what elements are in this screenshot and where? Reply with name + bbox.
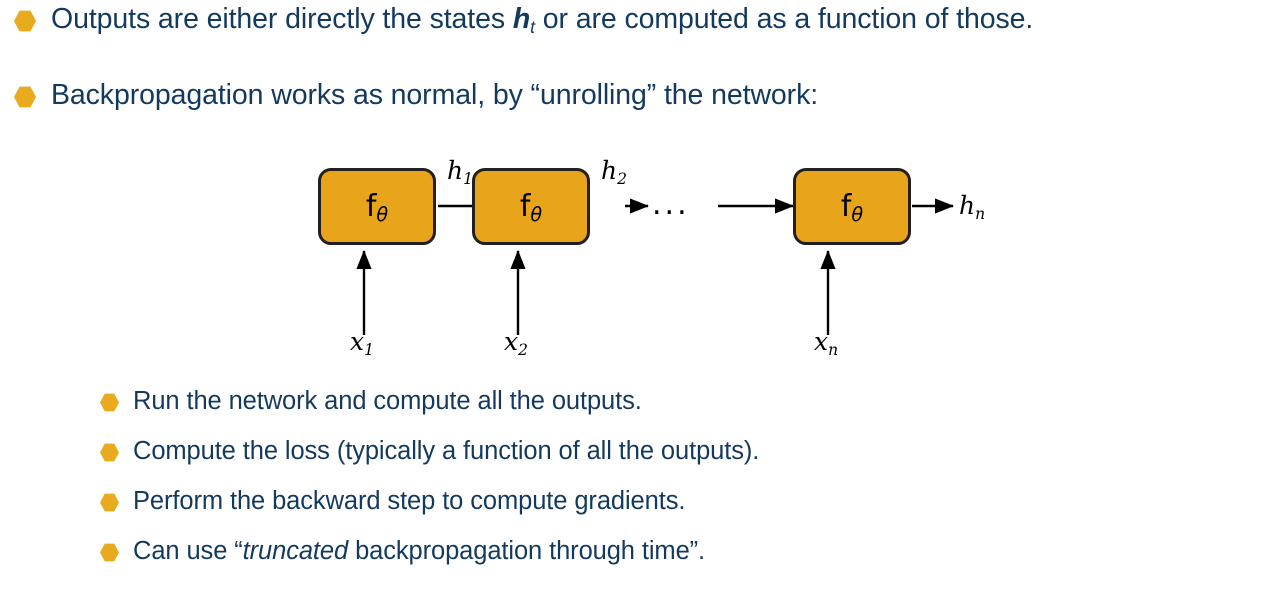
x-subscript: 2 xyxy=(518,340,528,359)
f-symbol: f xyxy=(365,188,377,224)
h-symbol: h xyxy=(959,191,976,220)
rnn-cell-n-label: fθ xyxy=(796,188,908,224)
ellipsis-dots: ... xyxy=(652,187,690,222)
rnn-cell-2: fθ xyxy=(472,168,590,245)
h-subscript: n xyxy=(975,204,986,223)
emphasis-truncated: truncated xyxy=(242,537,349,565)
rnn-cell-1: fθ xyxy=(318,168,436,245)
hexagon-bullet-icon xyxy=(100,393,119,412)
sub-bullet-item-truncated-bptt: Can use “truncated backpropagation throu… xyxy=(100,537,705,566)
hexagon-bullet-icon xyxy=(14,10,36,32)
h-subscript: 1 xyxy=(463,169,473,188)
bullet-text-outputs: Outputs are either directly the states h… xyxy=(51,3,1034,37)
sub-bullet-item-run-network: Run the network and compute all the outp… xyxy=(100,387,642,416)
x-symbol: x xyxy=(350,327,365,356)
symbol-h-subscript: t xyxy=(530,16,535,37)
sub-bullet-text-backward-step: Perform the backward step to compute gra… xyxy=(133,487,686,515)
h-symbol: h xyxy=(601,156,618,185)
rnn-cell-n: fθ xyxy=(793,168,911,245)
f-symbol: f xyxy=(840,188,852,224)
theta-subscript: θ xyxy=(530,202,543,226)
x-subscript: n xyxy=(828,340,839,359)
label-h1: h1 xyxy=(447,156,473,186)
label-x1: x1 xyxy=(350,327,374,357)
sub-bullet-text-segment: Can use “ xyxy=(133,537,243,565)
sub-bullet-text-truncated-bptt: Can use “truncated backpropagation throu… xyxy=(133,537,705,566)
rnn-cell-1-label: fθ xyxy=(321,188,433,224)
x-symbol: x xyxy=(814,327,829,356)
h-symbol: h xyxy=(447,156,464,185)
label-h2: h2 xyxy=(601,156,627,186)
bullet-item-backprop: Backpropagation works as normal, by “unr… xyxy=(14,79,819,112)
hexagon-bullet-icon xyxy=(100,543,119,562)
sub-bullet-text-run-network: Run the network and compute all the outp… xyxy=(133,387,642,415)
hexagon-bullet-icon xyxy=(100,443,119,462)
symbol-h-vector: h xyxy=(512,3,531,35)
label-x2: x2 xyxy=(504,327,528,357)
f-symbol: f xyxy=(519,188,531,224)
h-subscript: 2 xyxy=(617,169,627,188)
bullet-text-segment: Outputs are either directly the states xyxy=(51,3,513,35)
diagram-arrows xyxy=(356,198,954,335)
bullet-text-segment: or are computed as a function of those. xyxy=(534,3,1034,35)
sub-bullet-item-compute-loss: Compute the loss (typically a function o… xyxy=(100,437,759,466)
sub-bullet-item-backward-step: Perform the backward step to compute gra… xyxy=(100,487,685,516)
label-hn: hn xyxy=(959,191,985,221)
bullet-text-backprop: Backpropagation works as normal, by “unr… xyxy=(51,79,819,111)
hexagon-bullet-icon xyxy=(100,493,119,512)
theta-subscript: θ xyxy=(376,202,389,226)
x-symbol: x xyxy=(504,327,519,356)
hexagon-bullet-icon xyxy=(14,86,36,108)
unrolled-rnn-diagram: fθ fθ fθ ... h1 h2 hn x1 x2 xn xyxy=(0,145,1280,370)
rnn-cell-2-label: fθ xyxy=(475,188,587,224)
sub-bullet-text-segment: backpropagation through time”. xyxy=(348,537,706,565)
x-subscript: 1 xyxy=(364,340,374,359)
label-xn: xn xyxy=(814,327,838,357)
sub-bullet-text-compute-loss: Compute the loss (typically a function o… xyxy=(133,437,760,465)
theta-subscript: θ xyxy=(851,202,864,226)
bullet-item-outputs: Outputs are either directly the states h… xyxy=(14,3,1034,37)
